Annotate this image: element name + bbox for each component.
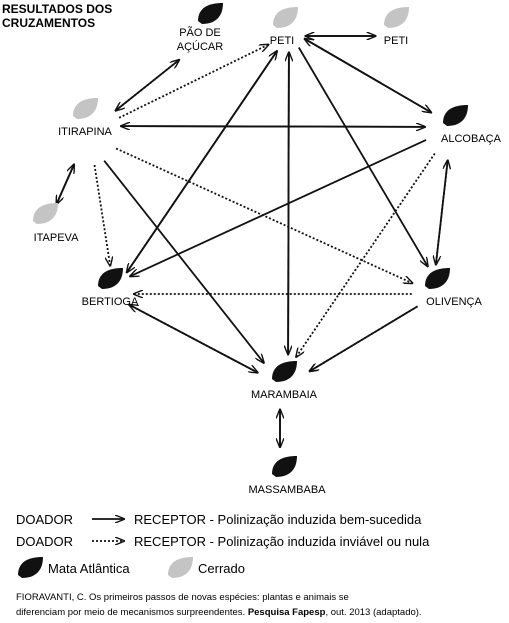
leaf-icon: [443, 105, 468, 126]
leaf-icon: [18, 557, 43, 578]
legend-success-text: RECEPTOR - Polinização induzida bem-suce…: [134, 512, 422, 527]
leaf-icon: [384, 7, 409, 28]
credit-line-2: diferenciam por meio de mecanismos surpr…: [16, 607, 422, 618]
leaf-icon: [272, 361, 297, 382]
node-label-pao-line-1: PÃO DE: [179, 26, 221, 39]
leaf-icon: [33, 203, 58, 224]
node-alcobaca: ALCOBAÇA: [441, 105, 502, 145]
arrow-marambaia-to-bertioga-fail: [129, 305, 259, 374]
node-label-peti-2: PETI: [384, 35, 408, 47]
node-peti-1: PETI: [270, 7, 298, 47]
node-massambaba: MASSAMBABA: [248, 456, 326, 496]
leaf-icon: [272, 456, 297, 477]
credit-journal: Pesquisa Fapesp: [248, 607, 326, 618]
arrow-peti1-to-olivenca-success: [298, 47, 428, 267]
arrow-alcobaca-to-bertioga-success: [130, 139, 427, 276]
node-label-massambaba: MASSAMBABA: [248, 484, 326, 496]
leaf-icon: [73, 98, 98, 119]
legend-fail-donor: DOADOR: [16, 534, 73, 549]
node-bertioga: BERTIOGA: [82, 268, 139, 308]
legend-mata-label: Mata Atlântica: [48, 561, 130, 576]
legend-fail-text: RECEPTOR - Polinização induzida inviável…: [134, 534, 430, 549]
arrow-itirapina-to-bertioga-fail: [93, 164, 111, 266]
node-label-itirapina: ITIRAPINA: [58, 126, 112, 138]
arrow-itapeva-to-itirapina-success: [55, 165, 75, 205]
node-label-pao-line-2: AÇÚCAR: [177, 40, 224, 53]
arrow-itirapina-to-marambaia-success: [103, 160, 264, 363]
leaf-icon: [168, 557, 193, 578]
leaf-icon: [273, 7, 298, 28]
credit-line-1: FIORAVANTI, C. Os primeiros passos de no…: [16, 592, 349, 603]
arrow-itirapina-to-pao-fail: [115, 60, 180, 112]
leaf-icon: [198, 3, 223, 24]
arrow-alcobaca-to-itirapina-success: [121, 126, 426, 127]
node-olivenca: OLIVENÇA: [425, 268, 482, 308]
credit-plain: diferenciam por meio de mecanismos surpr…: [16, 607, 248, 618]
population-nodes: PÃO DE AÇÚCAR PETI PETI ITIRAPINA ALCOBA…: [33, 3, 502, 496]
node-label-peti-1: PETI: [270, 35, 294, 47]
arrow-olivenca-to-alcobaca-success: [435, 160, 448, 265]
legend-cerrado-label: Cerrado: [198, 561, 245, 576]
node-label-bertioga: BERTIOGA: [82, 296, 139, 308]
node-pao-de-acucar: PÃO DE AÇÚCAR: [177, 3, 224, 53]
node-label-itapeva: ITAPEVA: [34, 232, 79, 244]
arrow-olivenca-to-marambaia-success: [310, 305, 418, 371]
node-label-marambaia: MARAMBAIA: [251, 389, 318, 401]
crossing-arrows: [57, 36, 448, 447]
node-label-olivenca: OLIVENÇA: [426, 296, 482, 308]
node-itapeva: ITAPEVA: [33, 203, 79, 244]
legend-success-donor: DOADOR: [16, 512, 73, 527]
leaf-icon: [98, 268, 123, 289]
leaf-icon: [425, 268, 450, 289]
title-line-1: RESULTADOS DOS: [2, 2, 112, 16]
arrow-alcobaca-to-peti1-success: [305, 39, 432, 114]
node-marambaia: MARAMBAIA: [251, 361, 318, 401]
arrow-alcobaca-to-marambaia-fail: [296, 152, 436, 357]
node-peti-2: PETI: [384, 7, 409, 47]
node-label-alcobaca: ALCOBAÇA: [441, 133, 502, 145]
legend: DOADOR RECEPTOR - Polinização induzida b…: [16, 512, 430, 578]
credit-end: , out. 2013 (adaptado).: [325, 607, 421, 618]
node-itirapina: ITIRAPINA: [58, 98, 113, 138]
title-line-2: CRUZAMENTOS: [2, 16, 95, 30]
arrow-itirapina-to-peti1-fail: [118, 45, 268, 119]
arrow-bertioga-to-peti1-success: [126, 51, 277, 273]
